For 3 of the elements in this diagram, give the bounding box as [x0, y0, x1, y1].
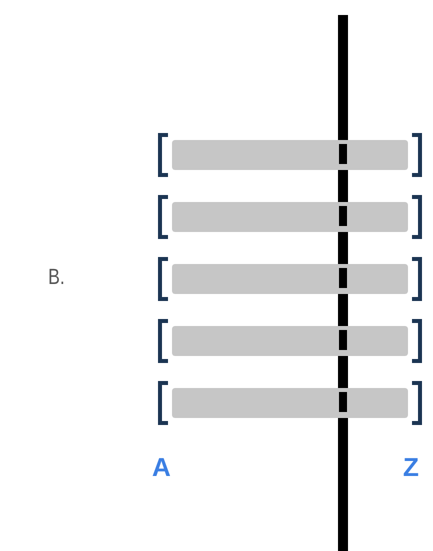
end-label: A — [152, 452, 171, 483]
panel-label: B. — [48, 264, 65, 290]
end-label: Z — [403, 452, 419, 483]
